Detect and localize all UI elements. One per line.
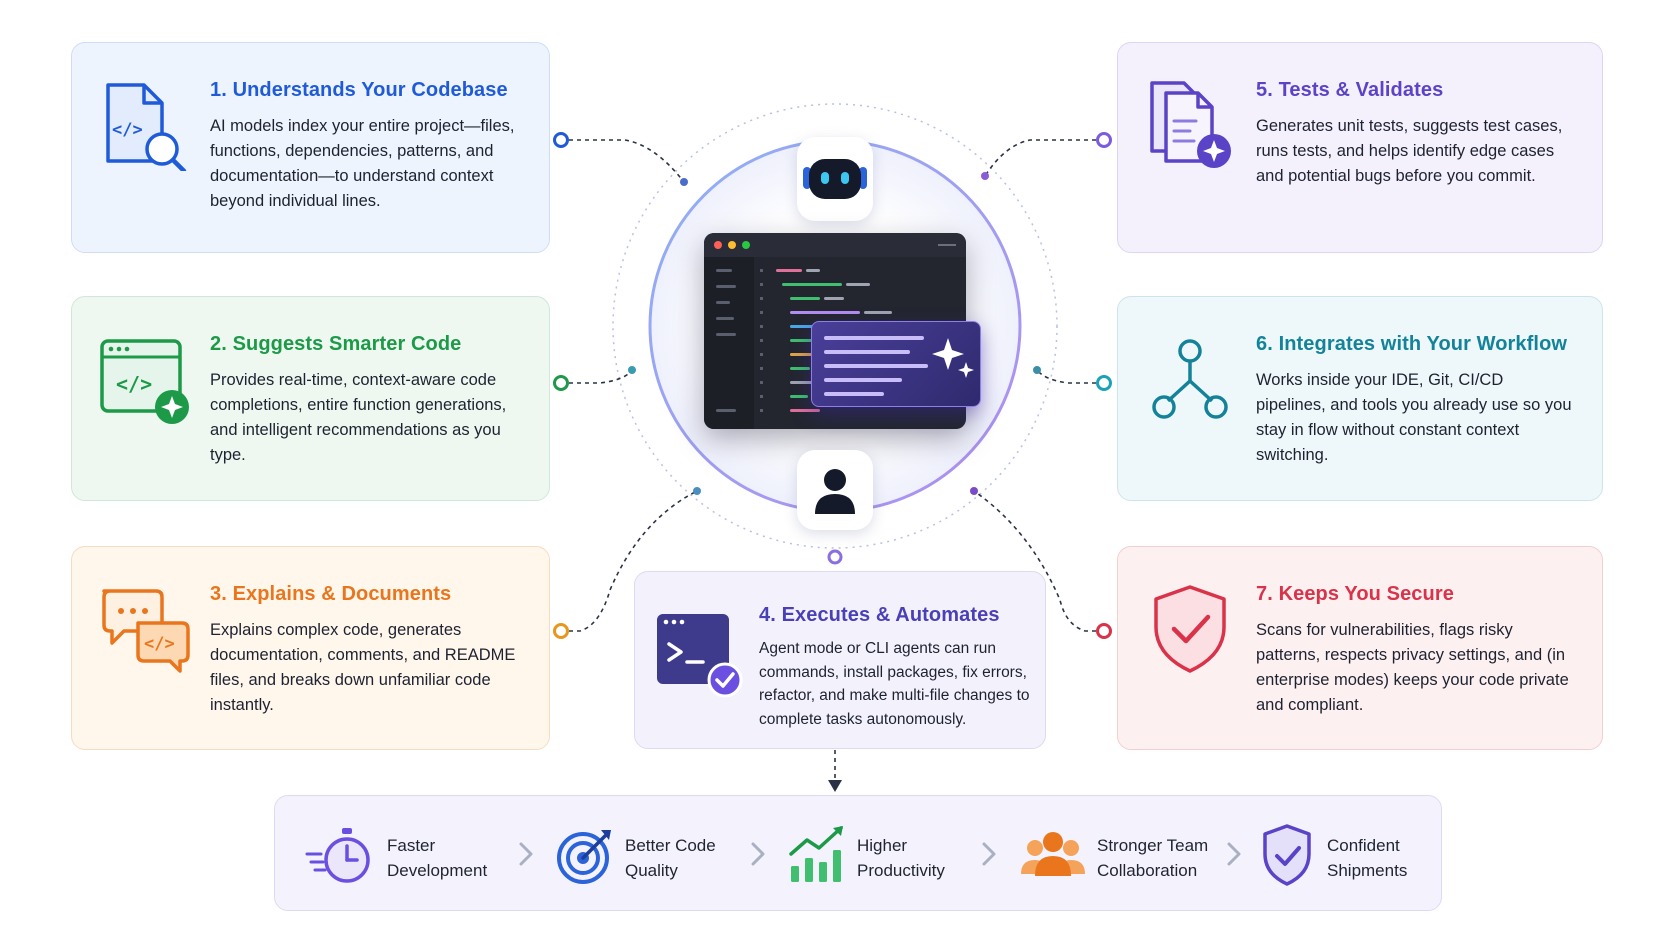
chevron-right-icon	[519, 842, 533, 866]
svg-text:</>: </>	[112, 120, 143, 140]
chevron-right-icon	[1227, 842, 1241, 866]
growth-chart-icon	[789, 826, 843, 882]
sparkle-icon	[824, 336, 974, 396]
card-description: Explains complex code, generates documen…	[210, 621, 516, 714]
card-title: 3. Explains & Documents	[210, 583, 452, 605]
stopwatch-speed-icon	[305, 828, 370, 883]
ai-robot-icon	[803, 159, 867, 199]
shield-check-small-icon	[1263, 824, 1311, 886]
code-editor-icon	[716, 269, 892, 412]
chat-bubbles-code-icon: </>	[102, 589, 190, 673]
target-arrow-icon	[557, 830, 611, 884]
card-suggests-smarter-code: </> 2. Suggests Smarter Code Provides re…	[71, 296, 550, 501]
terminal-check-icon	[657, 614, 743, 698]
team-people-icon	[1021, 832, 1085, 876]
card-description: AI models index your entire project—file…	[210, 117, 515, 210]
card-title: 1. Understands Your Codebase	[210, 79, 508, 101]
card-tests-validates: 5. Tests & Validates Generates unit test…	[1117, 42, 1603, 253]
card-description: Provides real-time, context-aware code c…	[210, 371, 507, 464]
card-title: 6. Integrates with Your Workflow	[1256, 333, 1568, 355]
card-understands-codebase: </> 1. Understands Your Codebase AI mode…	[71, 42, 550, 253]
card-explains-documents: </> 3. Explains & Documents Explains com…	[71, 546, 550, 750]
user-avatar-icon	[815, 469, 855, 514]
card-integrates-workflow: 6. Integrates with Your Workflow Works i…	[1117, 296, 1603, 501]
card-executes-automates: 4. Executes & Automates Agent mode or CL…	[634, 571, 1046, 749]
editor-title-bar	[704, 233, 966, 257]
ai-suggestion-popup	[811, 321, 981, 407]
card-description: Scans for vulnerabilities, flags risky p…	[1256, 621, 1569, 714]
card-description: Generates unit tests, suggests test case…	[1256, 117, 1563, 185]
card-description: Works inside your IDE, Git, CI/CD pipeli…	[1256, 371, 1572, 464]
code-file-search-icon: </>	[106, 83, 187, 171]
shield-check-icon	[1154, 585, 1226, 673]
documents-sparkle-icon	[1150, 81, 1231, 168]
code-window-sparkle-icon: </>	[100, 339, 189, 424]
card-description: Agent mode or CLI agents can run command…	[759, 640, 1030, 728]
chevron-right-icon	[982, 842, 996, 866]
card-title: 4. Executes & Automates	[759, 604, 1000, 626]
git-branch-icon	[1152, 339, 1228, 419]
chevron-right-icon	[751, 842, 765, 866]
card-keeps-secure: 7. Keeps You Secure Scans for vulnerabil…	[1117, 546, 1603, 750]
svg-text:</>: </>	[144, 634, 175, 654]
card-title: 7. Keeps You Secure	[1256, 583, 1454, 605]
card-title: 5. Tests & Validates	[1256, 79, 1444, 101]
card-title: 2. Suggests Smarter Code	[210, 333, 462, 355]
user-badge	[797, 450, 873, 530]
svg-text:</>: </>	[116, 372, 152, 396]
ai-robot-badge	[797, 137, 873, 221]
